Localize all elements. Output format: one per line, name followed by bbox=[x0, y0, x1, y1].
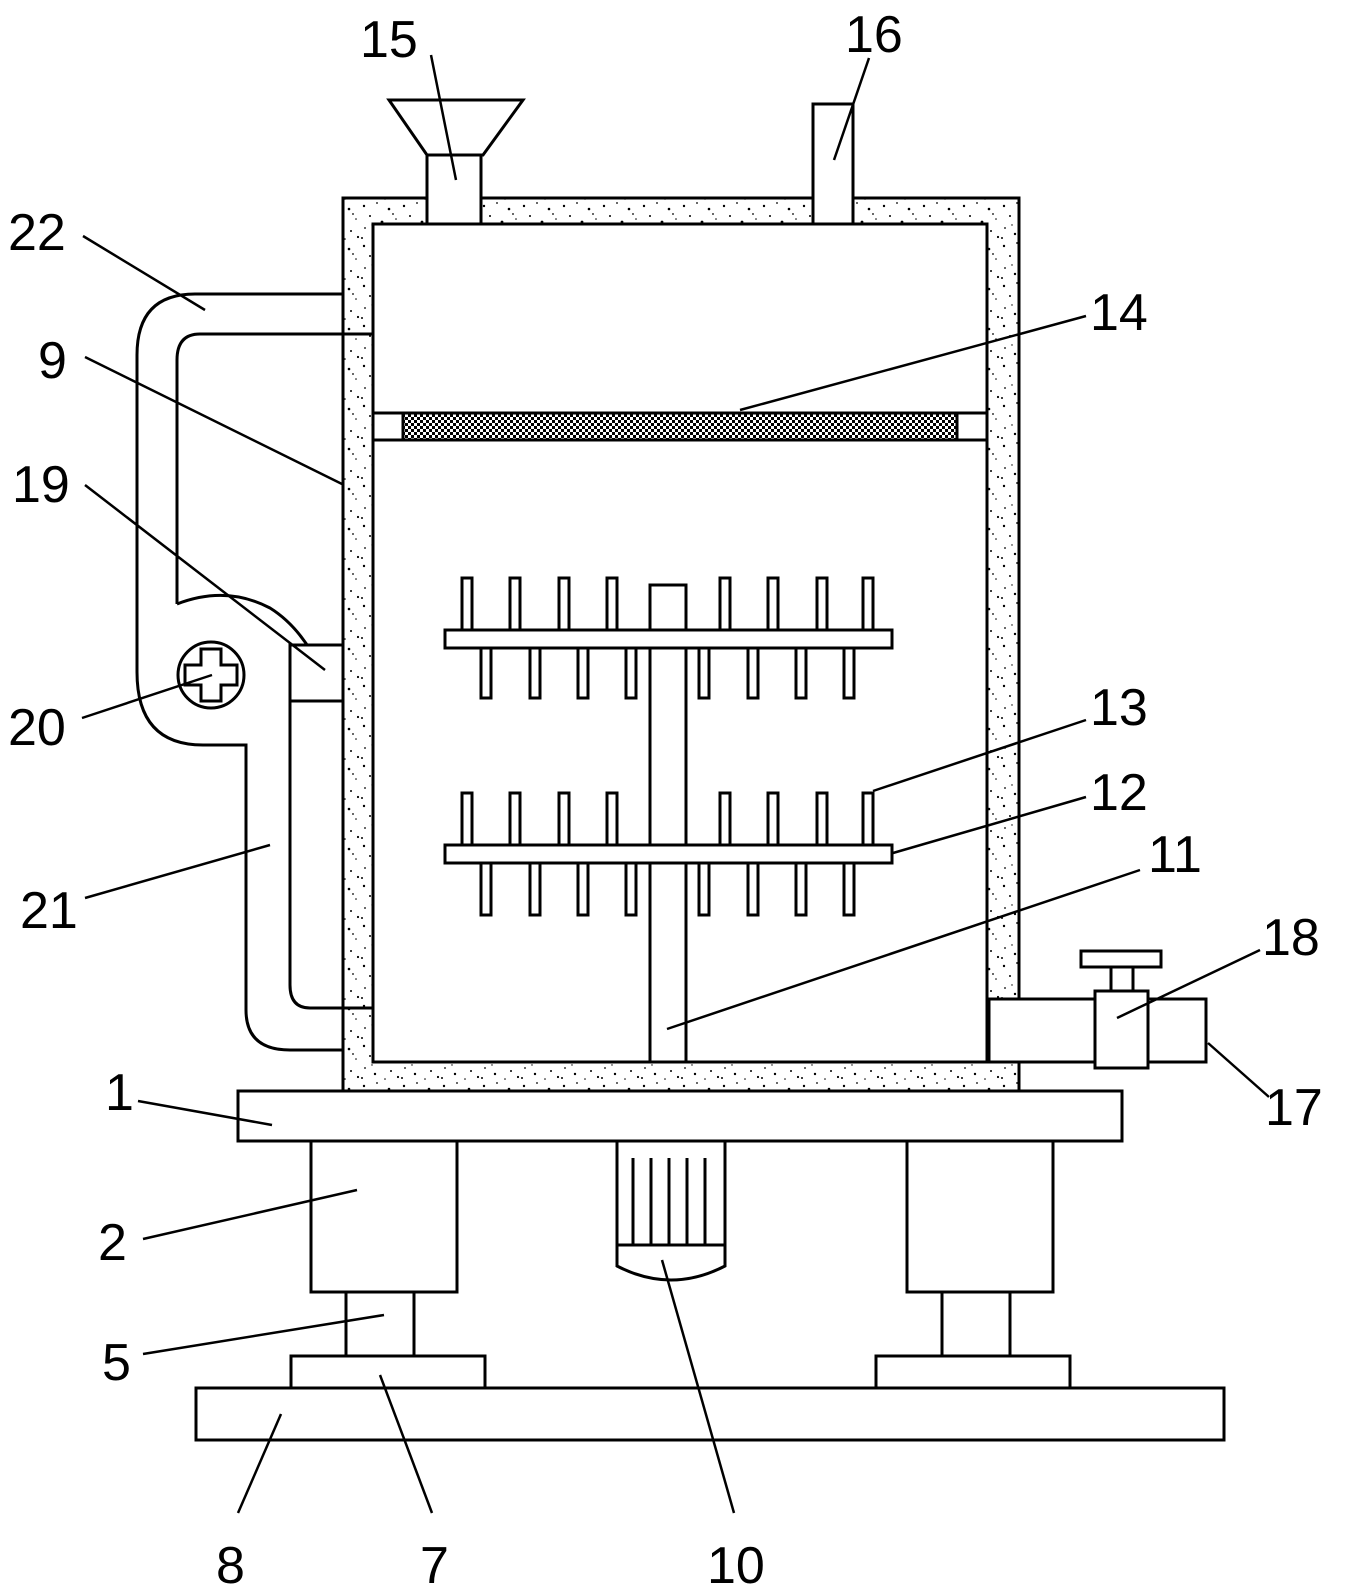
valve bbox=[1079, 949, 1163, 1070]
mounting-plate bbox=[236, 1089, 1124, 1143]
hydraulic-cylinder-left bbox=[309, 1139, 459, 1294]
label-5: 5 bbox=[102, 1334, 131, 1392]
label-22: 22 bbox=[8, 204, 66, 262]
label-2: 2 bbox=[98, 1214, 127, 1272]
connecting-pipe bbox=[288, 643, 345, 703]
label-14: 14 bbox=[1090, 284, 1148, 342]
discharge-pipe bbox=[987, 997, 1208, 1064]
piston-rod-right bbox=[940, 1290, 1012, 1358]
label-9: 9 bbox=[38, 332, 67, 390]
label-13: 13 bbox=[1090, 679, 1148, 737]
stirring-shaft bbox=[648, 583, 688, 1064]
label-7: 7 bbox=[420, 1537, 449, 1593]
piston-rod-left bbox=[344, 1290, 416, 1358]
foot-pad-left bbox=[289, 1354, 487, 1390]
label-17: 17 bbox=[1265, 1079, 1323, 1137]
upper-pipe bbox=[135, 292, 343, 1052]
label-20: 20 bbox=[8, 699, 66, 757]
label-10: 10 bbox=[707, 1537, 765, 1593]
label-19: 19 bbox=[12, 456, 70, 514]
upper-pipe-inner bbox=[175, 332, 373, 604]
leader-lines bbox=[81, 54, 1270, 1514]
label-16: 16 bbox=[845, 6, 903, 64]
label-8: 8 bbox=[216, 1537, 245, 1593]
label-21: 21 bbox=[20, 882, 78, 940]
label-11: 11 bbox=[1148, 826, 1202, 884]
label-18: 18 bbox=[1262, 909, 1320, 967]
motor bbox=[615, 1139, 727, 1282]
hydraulic-cylinder-right bbox=[905, 1139, 1055, 1294]
foot-pad-right bbox=[874, 1354, 1072, 1390]
stirring-assembly-lower bbox=[443, 791, 894, 917]
stirring-assembly-upper bbox=[443, 576, 894, 700]
label-15: 15 bbox=[360, 11, 418, 69]
label-12: 12 bbox=[1090, 764, 1148, 822]
feed-hopper bbox=[386, 98, 526, 226]
label-1: 1 bbox=[105, 1064, 134, 1122]
part-labels: 15 16 22 14 9 19 13 20 12 11 21 18 1 17 … bbox=[8, 6, 1323, 1593]
filter-screen bbox=[371, 411, 989, 442]
